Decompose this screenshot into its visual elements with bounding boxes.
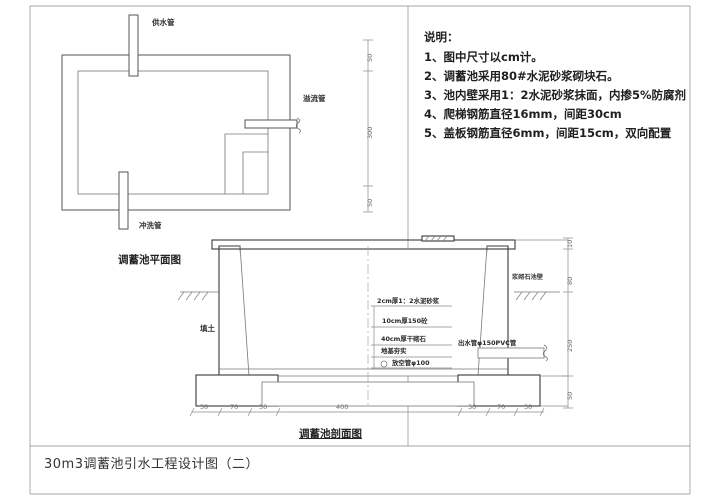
notes-block: 说明： 1、图中尺寸以cm计。 2、调蓄池采用80#水泥砂浆砌块石。 3、池内壁…	[424, 28, 694, 143]
callout-dry-masonry: 40cm厚干砌石	[381, 335, 426, 343]
section-dim-r4: 50	[566, 391, 574, 400]
layer-callout-leaders	[371, 305, 452, 369]
label-outlet-pipe: 出水管φ150PVC管	[458, 339, 517, 347]
callout-concrete: 10cm厚150砼	[382, 317, 428, 325]
section-dim-r2: 80	[566, 276, 574, 285]
notes-list: 1、图中尺寸以cm计。 2、调蓄池采用80#水泥砂浆砌块石。 3、池内壁采用1：…	[424, 48, 694, 143]
sheet-border	[29, 5, 691, 495]
section-dim-b2: 70	[230, 403, 239, 411]
plan-dim-middle: 300	[366, 126, 374, 139]
label-flush-pipe: 冲洗管	[139, 221, 162, 230]
label-overflow-pipe: 溢流管	[303, 94, 326, 103]
section-dim-b4: 400	[336, 403, 349, 411]
note-item: 4、爬梯钢筋直径16mm，间距30cm	[424, 107, 622, 121]
plan-view-geometry	[61, 14, 373, 230]
note-item: 2、调蓄池采用80#水泥砂浆砌块石。	[424, 69, 619, 83]
sheet-main-title: 30m3调蓄池引水工程设计图（二）	[44, 457, 259, 472]
note-item: 3、池内壁采用1：2水泥砂浆抹面，内掺5%防腐剂	[424, 88, 687, 102]
notes-heading: 说明：	[424, 30, 459, 44]
callout-foundation-compaction: 地基夯实	[381, 347, 407, 355]
section-dim-b6: 70	[497, 403, 506, 411]
section-dim-b7: 30	[524, 403, 533, 411]
plan-dimension-line	[363, 39, 373, 213]
section-dim-b3: 30	[259, 403, 268, 411]
callout-drain-pipe: 放空管φ100	[392, 359, 430, 367]
section-dim-r3: 250	[566, 339, 574, 352]
label-supply-pipe: 供水管	[152, 18, 175, 27]
callout-mortar-render: 2cm厚1：2水泥砂浆	[377, 297, 440, 305]
section-view-title: 调蓄池剖面图	[299, 428, 362, 440]
note-item: 5、盖板钢筋直径6mm，间距15cm，双向配置	[424, 126, 672, 140]
plan-view-title: 调蓄池平面图	[118, 254, 181, 266]
section-dim-r1: 10	[566, 239, 574, 248]
section-dimension-right	[515, 237, 573, 409]
section-view-geometry	[177, 235, 573, 417]
plan-dim-top: 50	[366, 53, 374, 62]
section-dimension-bottom	[189, 407, 545, 417]
label-fill-soil: 填土	[200, 324, 215, 333]
section-dim-b1: 30	[200, 403, 209, 411]
note-item: 1、图中尺寸以cm计。	[424, 50, 543, 64]
section-dim-b5: 30	[468, 403, 477, 411]
plan-dim-bottom: 50	[366, 198, 374, 207]
label-pool-wall: 浆砌石池壁	[512, 274, 543, 281]
